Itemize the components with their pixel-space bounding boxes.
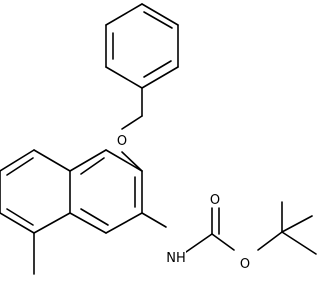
bond: [141, 212, 167, 228]
bond: [121, 151, 143, 172]
bond: [257, 231, 283, 251]
bond: [281, 231, 317, 255]
ether-oxygen-label: O: [117, 134, 127, 149]
bond: [105, 149, 143, 172]
bond: [105, 3, 143, 26]
double-bond-inner: [80, 157, 105, 175]
double-bond-inner: [143, 11, 173, 29]
ether-oxygen-bg: [115, 132, 129, 148]
bond: [69, 212, 107, 234]
bond: [105, 66, 143, 89]
double-bond-inner: [80, 208, 109, 226]
bond: [0, 149, 35, 172]
double-bond-inner: [143, 60, 172, 78]
double-bond-inner: [6, 157, 34, 176]
bond: [141, 66, 179, 89]
double-bond-inner: [6, 208, 34, 226]
amide-nitrogen-label: NH: [166, 251, 186, 266]
bond: [141, 3, 179, 26]
bond: [33, 212, 71, 234]
bond: [33, 149, 71, 172]
bond: [121, 115, 143, 130]
bonds: [0, 3, 317, 275]
carbonyl-oxygen-bg: [208, 191, 222, 207]
bond: [185, 233, 213, 253]
atom-labels: O NH O O: [115, 132, 252, 272]
ester-oxygen-bg: [238, 255, 252, 271]
bond: [0, 212, 35, 234]
ester-oxygen-label: O: [240, 257, 250, 272]
bond: [211, 233, 235, 251]
bond: [105, 212, 143, 234]
bond: [281, 215, 313, 233]
carbonyl-oxygen-label: O: [210, 193, 220, 208]
amide-nitrogen-bg: [166, 249, 186, 265]
bond: [69, 149, 107, 172]
